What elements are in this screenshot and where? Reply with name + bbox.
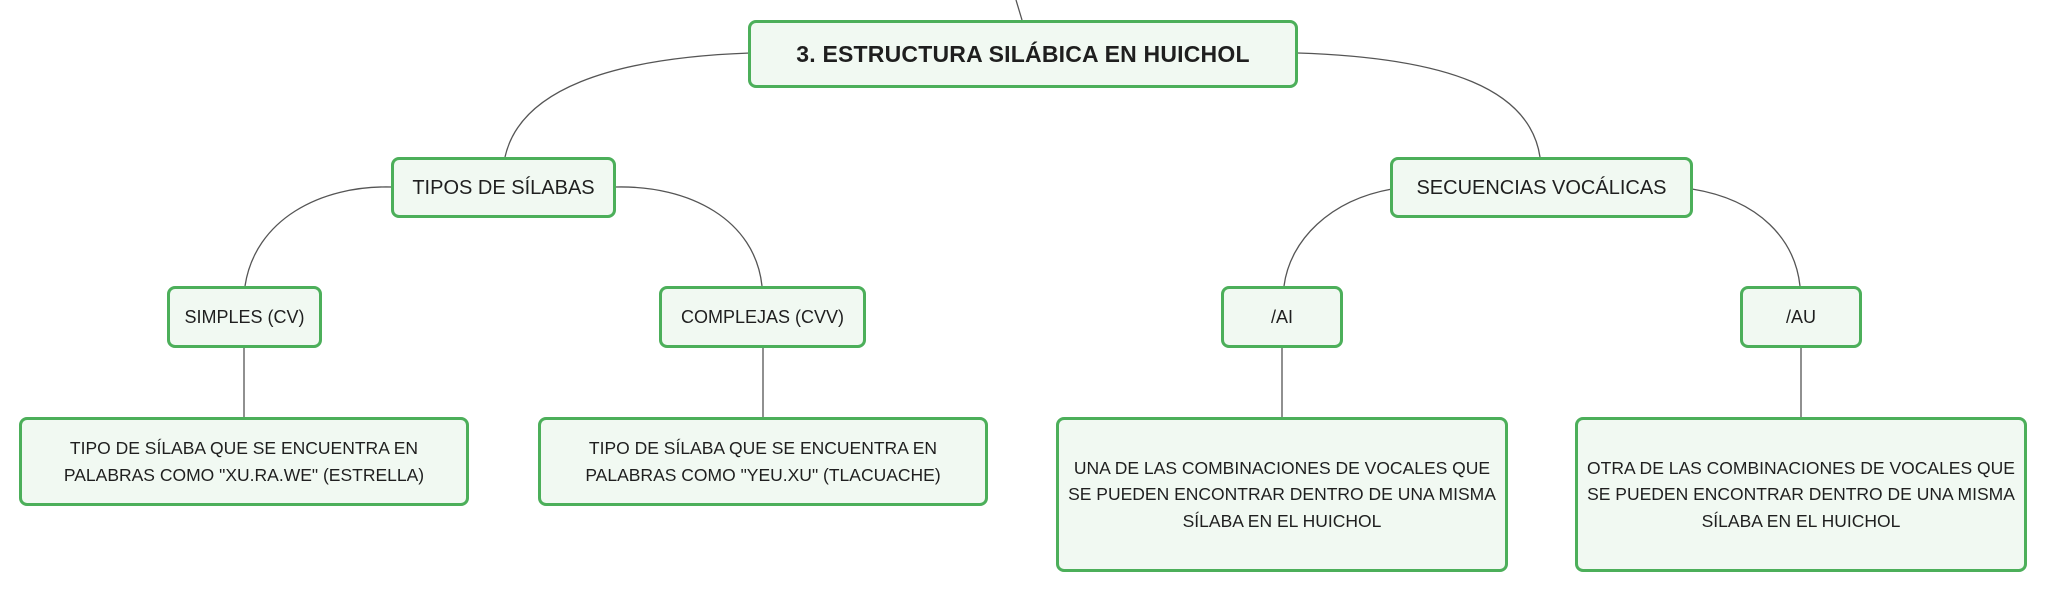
detail-simples[interactable]: TIPO DE SÍLABA QUE SE ENCUENTRA EN PALAB… xyxy=(19,417,469,506)
connector-secuencias-ai xyxy=(1283,188,1393,287)
connector-root-tipos xyxy=(504,52,751,158)
connector-tipos-complejas xyxy=(614,186,763,287)
node-ai[interactable]: /AI xyxy=(1221,286,1343,348)
connector-secuencias-au xyxy=(1691,188,1801,287)
branch-tipos-de-silabas[interactable]: TIPOS DE SÍLABAS xyxy=(391,157,616,218)
node-simples-cv[interactable]: SIMPLES (CV) xyxy=(167,286,322,348)
node-au[interactable]: /AU xyxy=(1740,286,1862,348)
branch-secuencias-vocalicas[interactable]: SECUENCIAS VOCÁLICAS xyxy=(1390,157,1693,218)
root-node[interactable]: 3. ESTRUCTURA SILÁBICA EN HUICHOL xyxy=(748,20,1298,88)
detail-complejas[interactable]: TIPO DE SÍLABA QUE SE ENCUENTRA EN PALAB… xyxy=(538,417,988,506)
detail-ai[interactable]: UNA DE LAS COMBINACIONES DE VOCALES QUE … xyxy=(1056,417,1508,572)
connector-root-secuencias xyxy=(1297,52,1541,158)
connector-root-parent xyxy=(1015,0,1023,21)
connector-tipos-simples xyxy=(244,186,393,287)
node-complejas-cvv[interactable]: COMPLEJAS (CVV) xyxy=(659,286,866,348)
detail-au[interactable]: OTRA DE LAS COMBINACIONES DE VOCALES QUE… xyxy=(1575,417,2027,572)
